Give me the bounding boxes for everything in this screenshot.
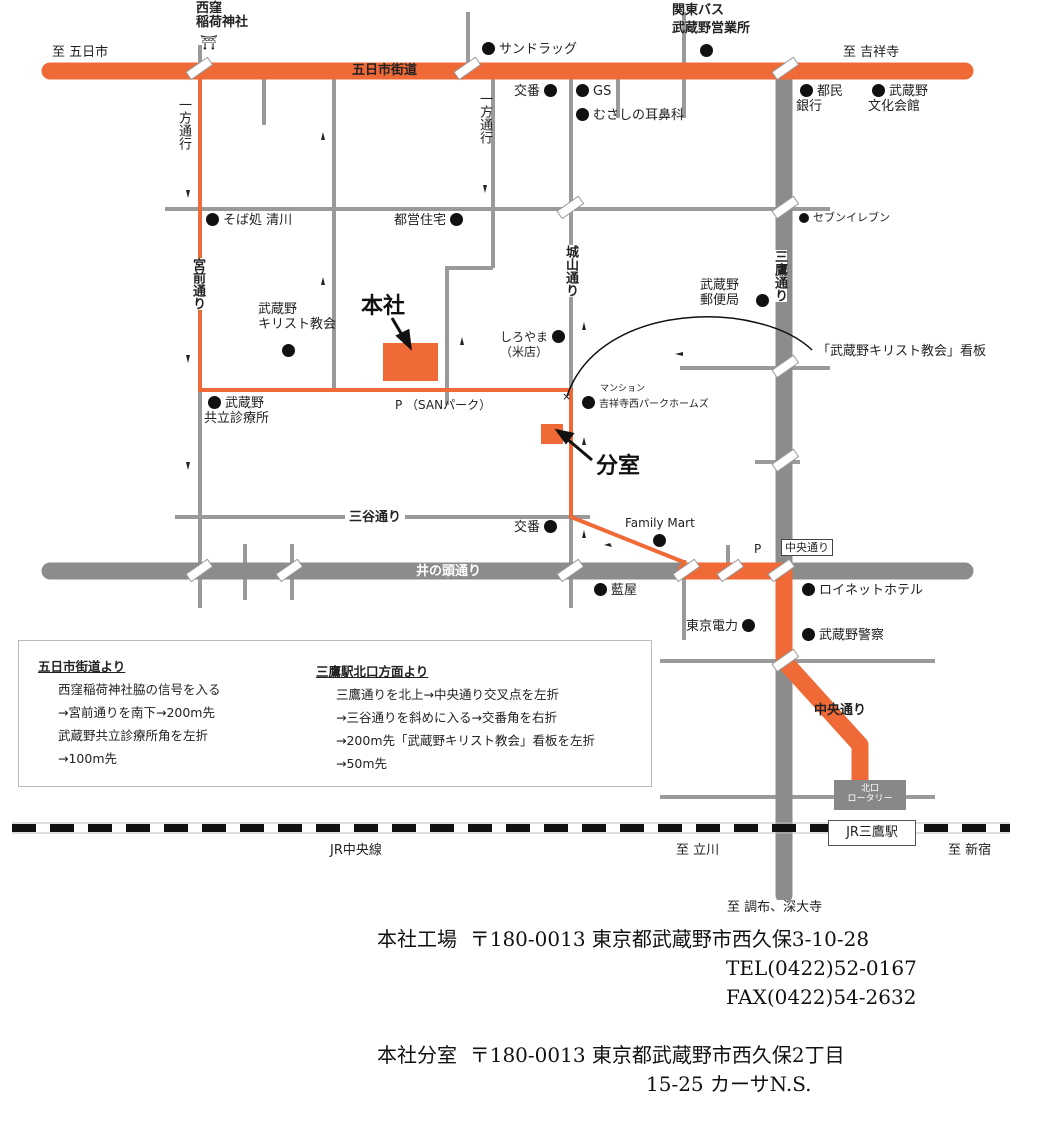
- church-marker: [282, 344, 295, 357]
- honsha-label: 本社: [361, 294, 406, 319]
- marker-icon: [544, 520, 558, 533]
- tepco-label: 東京電力: [686, 619, 739, 634]
- legend-left-line: 西窪稲荷神社脇の信号を入る: [58, 682, 221, 697]
- signboard-label: 「武蔵野キリスト教会」看板: [817, 344, 987, 359]
- branch-label: 本社分室: [377, 1043, 457, 1067]
- park-homes-label: 吉祥寺西パークホームズ: [599, 399, 709, 410]
- road-chuo: 中央通り: [814, 703, 867, 718]
- legend-left-line: →100m先: [58, 751, 118, 766]
- mitaka-station-label: JR三鷹駅: [828, 820, 916, 846]
- legend-right-line: 三鷹通りを北上→中央通り交叉点を左折: [336, 687, 559, 702]
- marker-icon: [206, 213, 219, 226]
- legend-right-line: →50m先: [336, 756, 388, 771]
- legend-left-line: →宮前通りを南下→200m先: [58, 705, 215, 720]
- bunka-kaikan-label: 武蔵野 文化会館: [868, 84, 929, 114]
- branch-address: 本社分室 〒180-0013 東京都武蔵野市西久保2丁目: [377, 1041, 845, 1070]
- familymart-marker: [653, 534, 666, 547]
- bunshitsu-label: 分室: [596, 454, 641, 479]
- mansion-label: マンション: [600, 384, 646, 394]
- crosswalks: [185, 56, 800, 673]
- road-itsukaichi: 五日市街道: [348, 63, 422, 78]
- familymart-label: Family Mart: [625, 516, 695, 530]
- post-office-marker: [756, 294, 769, 307]
- marker-icon: [799, 213, 809, 223]
- sundrug-label: サンドラッグ: [499, 42, 578, 57]
- direction-chofu: 至 調布、深大寺: [727, 900, 823, 915]
- post-office-label: 武蔵野 郵便局: [700, 278, 740, 308]
- roynet-label: ロイネットホテル: [819, 583, 924, 598]
- marker-icon: [576, 84, 589, 97]
- shrine-label: 西窪 稲荷神社: [196, 1, 249, 30]
- oneway-arrows: [186, 132, 683, 547]
- road-shiroyama: 城山通り: [563, 245, 578, 297]
- shrine-icon: ⛩: [200, 35, 218, 51]
- branch-addr2: 15-25 カーサN.S.: [646, 1072, 812, 1096]
- road-miyamae: 宮前通り: [190, 258, 205, 310]
- parking2-label: P: [754, 542, 762, 556]
- direction-tachikawa: 至 立川: [676, 843, 720, 858]
- road-inokashira: 井の頭通り: [412, 564, 486, 579]
- marker-icon: [800, 84, 813, 97]
- gs-label: GS: [593, 84, 612, 99]
- shiroyama-label: しろやま （米店）: [500, 330, 549, 359]
- legend-right-line: →三谷通りを斜めに入る→交番角を右折: [336, 710, 557, 725]
- svg-text:×: ×: [562, 390, 571, 403]
- chuo-road-tag: 中央通り: [781, 539, 833, 556]
- north-rotary: 北口 ロータリー: [834, 780, 906, 810]
- road-sanya: 三谷通り: [345, 510, 406, 525]
- marker-icon: [594, 583, 607, 596]
- marker-icon: [450, 213, 464, 226]
- jr-line-label: JR中央線: [330, 843, 382, 858]
- direction-gokaichi: 至 五日市: [52, 45, 109, 60]
- legend-left-line: 武蔵野共立診療所角を左折: [58, 728, 209, 743]
- road-mitaka: 三鷹通り: [772, 250, 787, 302]
- legend-from-mitaka: 三鷹駅北口方面より 三鷹通りを北上→中央通り交叉点を左折 →三谷通りを斜めに入る…: [316, 660, 595, 775]
- shiroyama-marker: [552, 330, 565, 343]
- marker-icon: [582, 396, 595, 409]
- marker-icon: [544, 84, 558, 97]
- soba-label: そば処 清川: [223, 213, 293, 228]
- marker-icon: [802, 628, 815, 641]
- branch-addr: 〒180-0013 東京都武蔵野市西久保2丁目: [469, 1043, 845, 1067]
- oneway-label-west: 一方通行: [176, 98, 191, 150]
- aiya-label: 藍屋: [611, 583, 638, 598]
- bus-office-label: 関東バス 武蔵野営業所: [672, 3, 751, 36]
- oneway-label-east: 一方通行: [477, 92, 492, 144]
- route-map: ×: [12, 12, 1010, 900]
- koban-label: 交番: [514, 84, 541, 99]
- legend-left-title: 五日市街道より: [38, 659, 126, 674]
- marker-icon: [482, 42, 495, 55]
- factory-addr: 〒180-0013 東京都武蔵野市西久保3-10-28: [469, 927, 870, 951]
- legend-right-line: →200m先「武蔵野キリスト教会」看板を左折: [336, 733, 596, 748]
- marker-icon: [576, 108, 589, 121]
- directions-box: [18, 640, 652, 787]
- ent-clinic-label: むさしの耳鼻科: [593, 108, 685, 123]
- rotary-label: 北口 ロータリー: [847, 784, 893, 804]
- bus-office-marker: [700, 44, 713, 57]
- tomin-bank-label: 都民 銀行: [796, 84, 844, 114]
- legend-right-title: 三鷹駅北口方面より: [316, 664, 429, 679]
- direction-shinjuku: 至 新宿: [948, 843, 992, 858]
- church-label: 武蔵野 キリスト教会: [258, 302, 337, 332]
- bunshitsu-building: [541, 424, 563, 444]
- police-label: 武蔵野警察: [819, 628, 885, 643]
- factory-address: 本社工場 〒180-0013 東京都武蔵野市西久保3-10-28: [377, 925, 869, 954]
- pointer-arrows: [390, 317, 593, 462]
- factory-fax: FAX(0422)54-2632: [726, 985, 917, 1009]
- factory-tel: TEL(0422)52-0167: [726, 956, 917, 980]
- marker-icon: [802, 583, 815, 596]
- marker-icon: [872, 84, 885, 97]
- clinic-label: 武蔵野 共立診療所: [204, 396, 270, 426]
- signboard-pointer: [566, 316, 813, 397]
- direction-kichijoji: 至 吉祥寺: [843, 45, 900, 60]
- marker-icon: [208, 396, 221, 409]
- factory-label: 本社工場: [377, 927, 457, 951]
- toei-label: 都営住宅: [394, 213, 447, 228]
- seven-eleven-label: セブンイレブン: [813, 211, 890, 224]
- koban2-label: 交番: [514, 520, 541, 535]
- san-park-label: P （SANパーク）: [395, 398, 492, 412]
- legend-from-itsukaichi: 五日市街道より 西窪稲荷神社脇の信号を入る →宮前通りを南下→200m先 武蔵野…: [38, 655, 221, 770]
- marker-icon: [742, 619, 756, 632]
